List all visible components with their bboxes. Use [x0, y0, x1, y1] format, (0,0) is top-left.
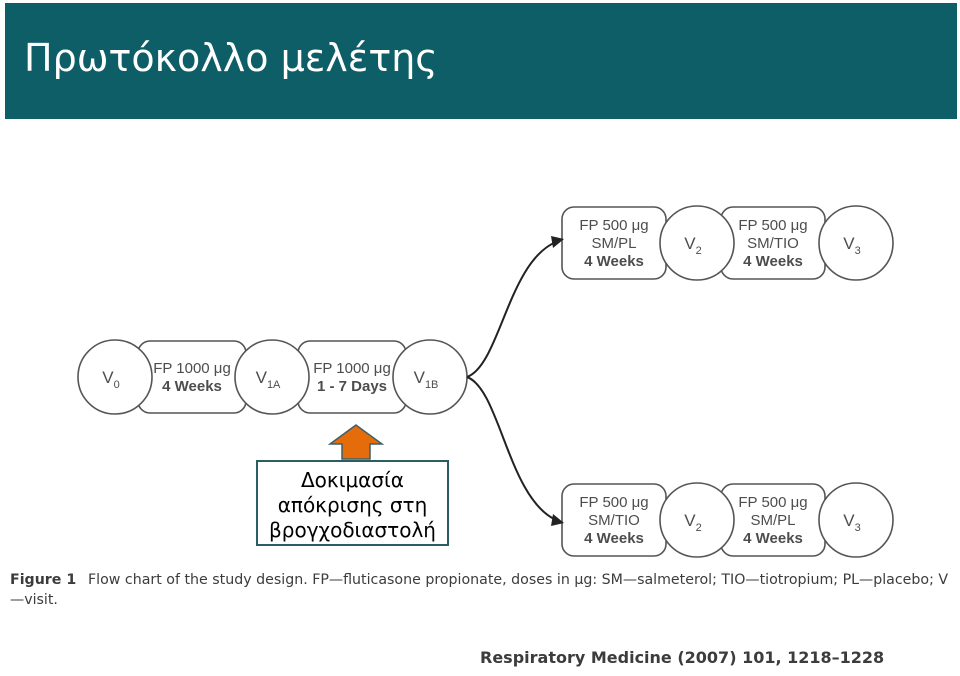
visit-circle	[77, 339, 153, 415]
visit-label: V1B	[414, 368, 439, 391]
bronchodilator-test-callout: Δοκιμασία απόκρισης στη βρογχοδιαστολή	[256, 460, 449, 546]
visit-circle	[818, 482, 894, 558]
callout-line: Δοκιμασία	[300, 468, 404, 492]
treatment-label: SM/PL	[750, 512, 795, 529]
treatment-label: 4 Weeks	[743, 530, 803, 547]
treatment-period-box	[137, 340, 247, 414]
callout-line: βρογχοδιαστολή	[269, 518, 436, 542]
treatment-period-box	[297, 340, 407, 414]
arrowhead-icon	[551, 514, 564, 526]
figure-label: Figure 1	[10, 572, 77, 588]
visit-label: V2	[684, 234, 701, 257]
slide-title: Πρωτόκολλο μελέτης	[24, 36, 438, 80]
treatment-label: FP 500 μg	[579, 494, 648, 511]
connector-line	[466, 376, 557, 521]
treatment-label: 4 Weeks	[162, 378, 222, 395]
visit-circle	[659, 205, 735, 281]
up-arrow-icon	[327, 424, 385, 460]
treatment-label: FP 500 μg	[579, 217, 648, 234]
treatment-label: FP 500 μg	[738, 217, 807, 234]
treatment-label: FP 1000 μg	[153, 360, 231, 377]
treatment-label: SM/TIO	[747, 235, 799, 252]
visit-circle	[234, 339, 310, 415]
citation: Respiratory Medicine (2007) 101, 1218–12…	[480, 648, 885, 667]
visit-circle	[659, 482, 735, 558]
treatment-label: SM/TIO	[588, 512, 640, 529]
visit-circle	[818, 205, 894, 281]
visit-label: V3	[843, 234, 860, 257]
visit-label: V1A	[256, 368, 281, 391]
treatment-label: 4 Weeks	[584, 253, 644, 270]
visit-label: V3	[843, 511, 860, 534]
caption-text: Flow chart of the study design. FP—fluti…	[10, 572, 949, 608]
connector-line	[466, 241, 557, 378]
treatment-label: FP 1000 μg	[313, 360, 391, 377]
callout-line: απόκρισης στη	[277, 493, 428, 517]
treatment-label: 4 Weeks	[584, 530, 644, 547]
visit-circle	[392, 339, 468, 415]
arrowhead-icon	[551, 236, 564, 248]
treatment-label: SM/PL	[591, 235, 636, 252]
title-bar	[5, 3, 957, 119]
treatment-label: 4 Weeks	[743, 253, 803, 270]
visit-label: V2	[684, 511, 701, 534]
treatment-label: FP 500 μg	[738, 494, 807, 511]
visit-label: V0	[102, 368, 119, 391]
branch-connectors	[466, 236, 564, 526]
treatment-label: 1 - 7 Days	[317, 378, 387, 395]
